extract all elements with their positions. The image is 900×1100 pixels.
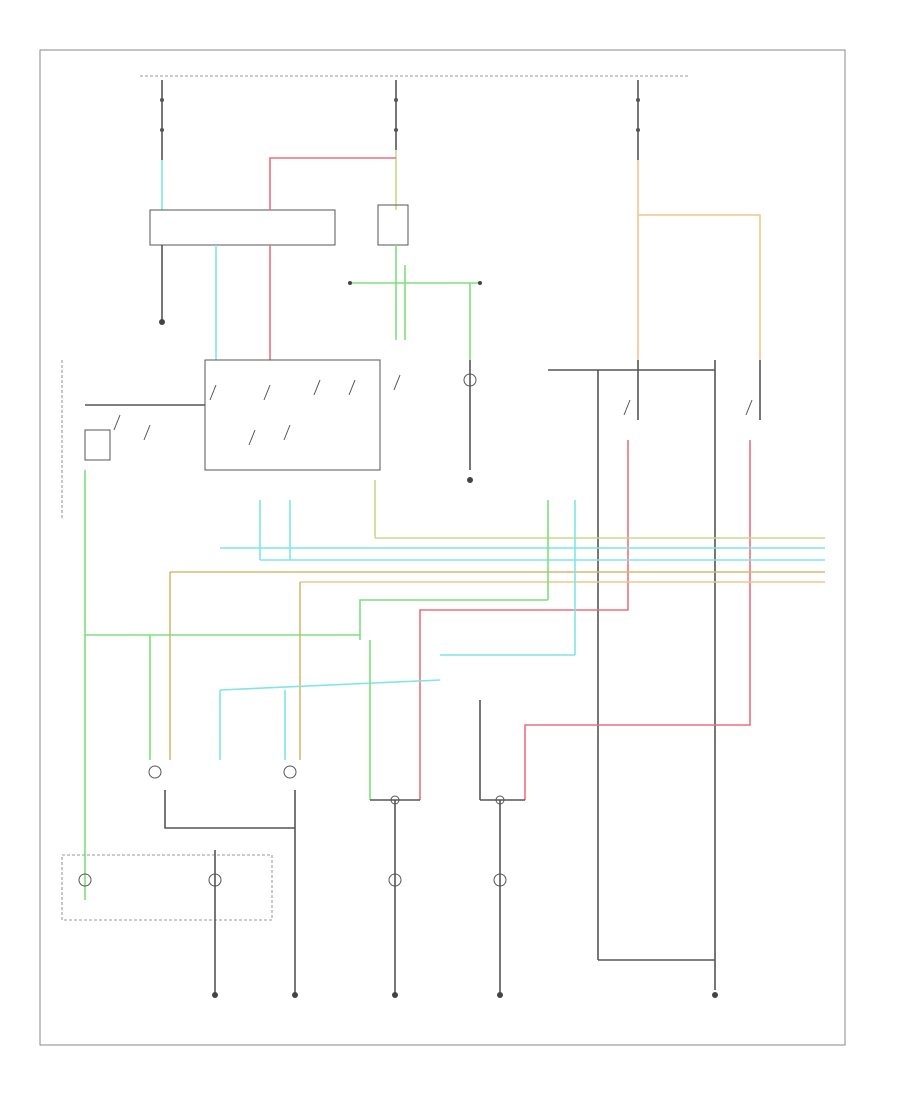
brake-relay: [377, 204, 409, 246]
switch-contacts: [113, 374, 401, 446]
fuse-2: [394, 80, 398, 210]
fuse-3: [636, 80, 761, 360]
switch-sub-box: [84, 429, 111, 461]
pink-feed-wire: [269, 157, 396, 210]
fuse-1: [160, 80, 164, 210]
license-lamp-box: [61, 854, 273, 921]
lighting-module: [149, 209, 336, 246]
lamp-connectors: [148, 765, 505, 805]
diagram-border: [39, 49, 846, 1046]
headlamp-switch: [204, 359, 381, 471]
